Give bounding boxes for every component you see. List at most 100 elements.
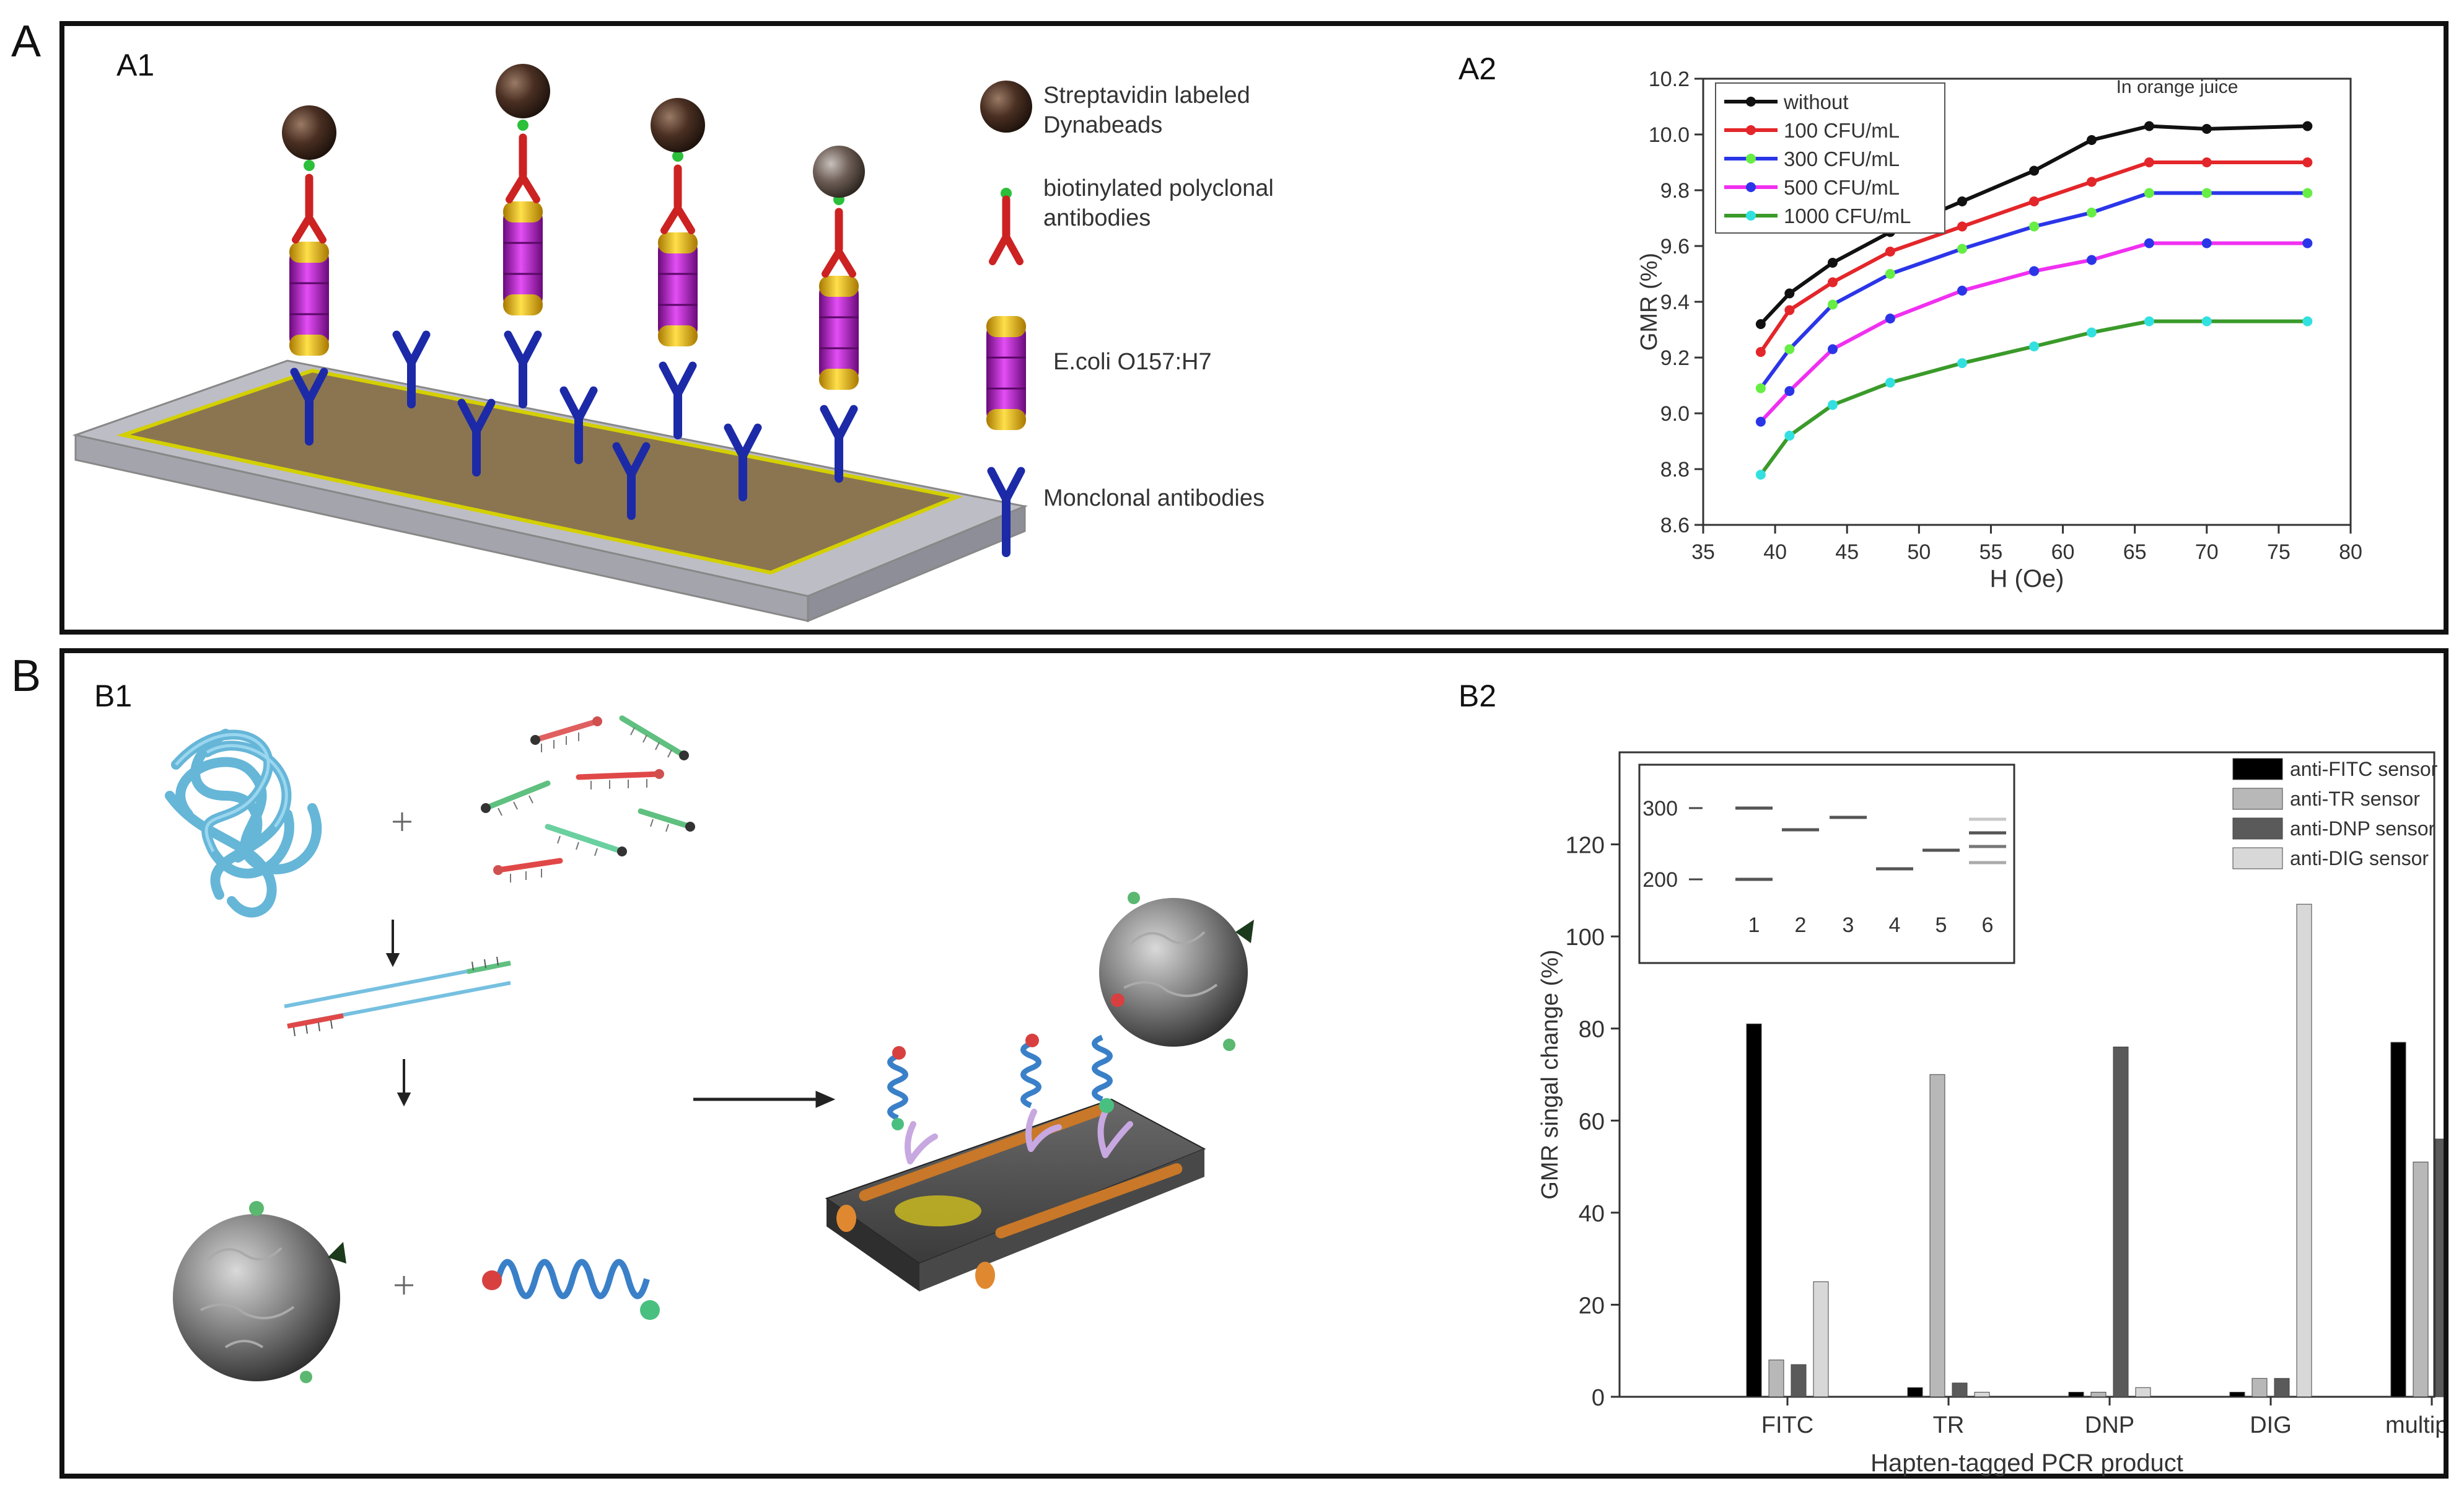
a2-x-tick-label: 35 xyxy=(1691,540,1715,564)
b2-plot-frame xyxy=(1618,751,2436,1398)
b2-y-tick-label: 0 xyxy=(1592,1385,1605,1411)
a2-data-point xyxy=(2029,341,2040,351)
b2-bar xyxy=(2068,1392,2084,1397)
a2-x-tick-label: 70 xyxy=(2195,540,2219,564)
a2-data-point xyxy=(2302,157,2313,167)
b2-inset-size-label: 200 xyxy=(1642,868,1678,892)
a2-data-point xyxy=(1784,305,1795,315)
a2-y-tick-label: 9.8 xyxy=(1660,179,1690,203)
a2-y-tick-label: 9.4 xyxy=(1660,291,1690,314)
a2-y-tick-label: 8.6 xyxy=(1660,514,1690,537)
a2-data-point xyxy=(2144,188,2154,198)
panel-letter-b: B xyxy=(11,651,42,701)
a2-data-point xyxy=(1755,319,1766,329)
down-arrow-icon-2 xyxy=(397,1059,411,1107)
a2-x-tick-label: 45 xyxy=(1835,540,1859,564)
b2-inset-gel-band xyxy=(1923,848,1960,852)
b2-inset-size-label: 300 xyxy=(1642,797,1678,820)
plus-icon-2 xyxy=(395,1276,413,1295)
a2-y-tick-label: 9.2 xyxy=(1660,346,1690,370)
b2-inset-gel-band xyxy=(1735,877,1773,881)
a2-data-point xyxy=(2144,121,2154,131)
right-arrow-icon xyxy=(693,1091,836,1108)
a2-data-point xyxy=(1885,314,1895,323)
a2-data-point xyxy=(2201,316,2212,327)
a2-data-point xyxy=(2201,157,2212,167)
a2-data-point xyxy=(1784,288,1795,299)
a2-data-point xyxy=(1828,258,1838,268)
a2-x-tick-label: 80 xyxy=(2339,540,2362,564)
legend-monoclonal-antibody-icon xyxy=(987,467,1025,557)
b2-inset-lane-label: 6 xyxy=(1982,913,1994,937)
b2-bar xyxy=(2113,1046,2129,1397)
b2-legend-label: anti-FITC sensor xyxy=(2290,758,2438,780)
a2-data-point xyxy=(1957,286,1967,296)
a2-data-point xyxy=(1957,196,1967,206)
legend-monoclonal-text: Monclonal antibodies xyxy=(1043,485,1265,511)
a2-y-axis-label: GMR (%) xyxy=(1636,253,1662,351)
legend-polyclonal-text: biotinylated polyclonal antibodies xyxy=(1043,175,1274,231)
plus-icon-1 xyxy=(393,812,411,831)
a2-data-point xyxy=(1784,344,1795,354)
a2-data-point xyxy=(1885,269,1895,279)
a2-legend-label: 300 CFU/mL xyxy=(1784,147,1900,170)
a2-y-tick-label: 9.0 xyxy=(1660,402,1690,426)
b2-legend-label: anti-DNP sensor xyxy=(2290,817,2436,840)
labelled-pcr-product xyxy=(495,1259,650,1300)
a2-data-point xyxy=(2029,221,2040,232)
a2-legend-marker xyxy=(1746,211,1756,221)
b2-bar xyxy=(1952,1383,1968,1397)
a2-series-line xyxy=(1759,161,2308,353)
b2-x-tick-label: DNP xyxy=(2085,1412,2134,1438)
a2-legend-marker xyxy=(1746,182,1756,192)
b2-bar xyxy=(2413,1161,2429,1397)
magnetic-bead-b1 xyxy=(173,1201,346,1383)
a2-legend-marker xyxy=(1746,97,1756,107)
b2-x-tick-label: DIG xyxy=(2250,1412,2292,1438)
a2-data-point xyxy=(2302,188,2313,198)
a2-data-point xyxy=(1957,358,1967,368)
legend-dynabead-text: Streptavidin labeled Dynabeads xyxy=(1043,82,1250,138)
a2-x-tick-label: 50 xyxy=(1907,540,1931,564)
a2-x-tick-label: 75 xyxy=(2267,540,2291,564)
a2-data-point xyxy=(1755,383,1766,394)
b2-x-tick-label: FITC xyxy=(1761,1412,1813,1438)
b2-y-axis-label: GMR singal change (%) xyxy=(1537,949,1563,1199)
magnetic-bead-on-chip xyxy=(1099,892,1254,1051)
a2-data-point xyxy=(2302,238,2313,248)
b2-inset-gel-band xyxy=(1969,861,2006,864)
a2-data-point xyxy=(1957,221,1967,232)
a2-legend-marker xyxy=(1746,125,1756,135)
b2-inset-gel-band xyxy=(1830,816,1867,819)
a2-data-point xyxy=(2201,124,2212,134)
a1-immunoassay-schematic xyxy=(72,64,1028,623)
b2-inset-gel-band xyxy=(1969,817,2006,821)
b2-inset-lane-label: 5 xyxy=(1936,913,1947,937)
a2-data-point xyxy=(2144,316,2154,327)
b2-bar xyxy=(2435,1138,2444,1397)
b2-legend-swatch xyxy=(2232,817,2283,840)
a2-x-tick-label: 65 xyxy=(2123,540,2147,564)
b2-y-tick-label: 80 xyxy=(1579,1017,1605,1043)
b2-y-tick-label: 100 xyxy=(1566,925,1605,951)
primer-set xyxy=(483,715,693,873)
a2-y-tick-label: 8.8 xyxy=(1660,458,1690,482)
b2-bar xyxy=(1813,1281,1829,1397)
b2-inset-lane-label: 1 xyxy=(1748,913,1760,937)
a2-x-tick-label: 55 xyxy=(1980,540,2003,564)
b2-inset-gel-band xyxy=(1876,867,1913,871)
gmr-sensor-chip xyxy=(825,1098,1206,1291)
a2-legend-label: without xyxy=(1783,90,1849,113)
a2-data-point xyxy=(1784,386,1795,396)
b2-bar xyxy=(1791,1364,1807,1397)
a2-data-point xyxy=(1885,377,1895,388)
b2-bar xyxy=(2135,1387,2151,1397)
b2-y-tick-label: 40 xyxy=(1579,1201,1605,1227)
a2-data-point xyxy=(2201,188,2212,198)
a2-series-line xyxy=(1759,124,2308,326)
b2-bar xyxy=(2229,1392,2245,1397)
a2-data-point xyxy=(1957,244,1967,254)
a2-data-point xyxy=(1828,344,1838,354)
legend-dynabead-icon xyxy=(980,81,1032,133)
b2-inset-gel-band xyxy=(1782,828,1819,832)
